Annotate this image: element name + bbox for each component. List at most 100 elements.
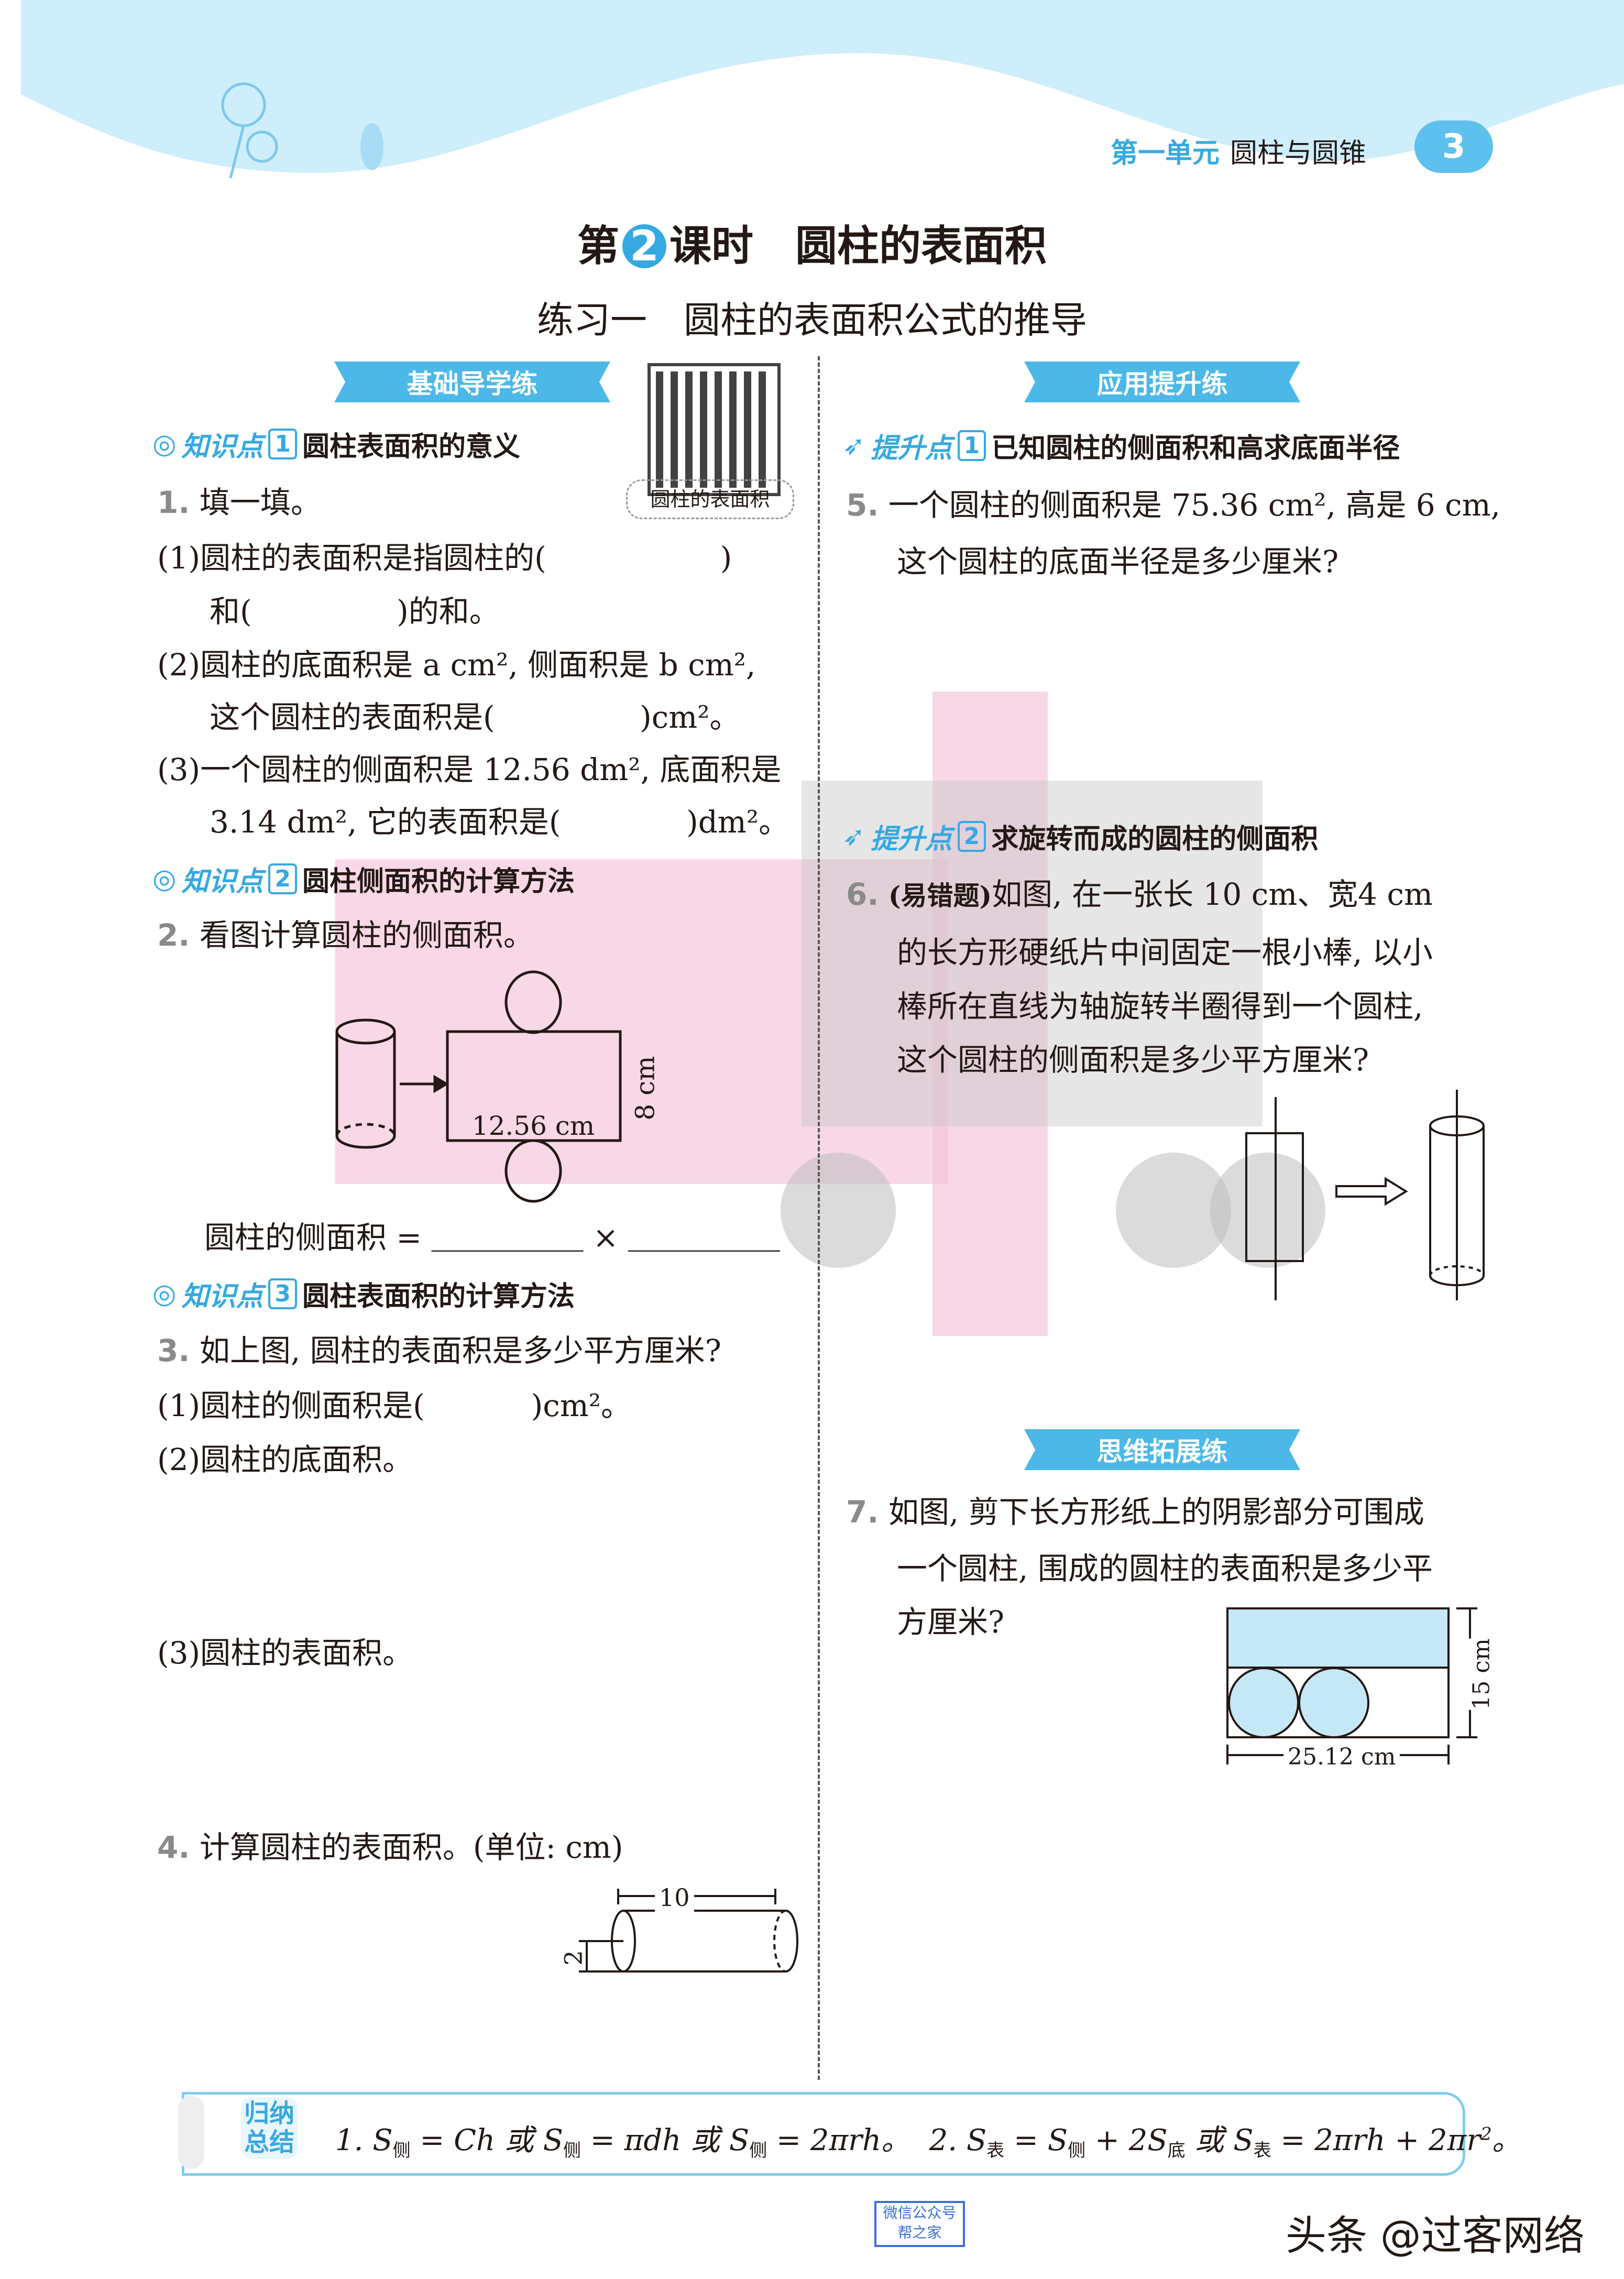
q3-line: (2)圆柱的底面积。 <box>157 1442 413 1477</box>
rocket-icon: ➶ <box>842 430 865 462</box>
title-post: 课时 圆柱的表面积 <box>670 222 1047 270</box>
formula-segment: 侧 <box>563 2140 581 2162</box>
cylinder-net-figure <box>335 970 622 1203</box>
formula-segment: 2 <box>1480 2123 1492 2145</box>
question-number: 5. <box>846 487 879 523</box>
target-icon: ◎ <box>152 428 177 460</box>
stamp-line: 微信公众号 <box>883 2204 957 2221</box>
q7-line: 方厘米? <box>897 1604 1005 1640</box>
stamp-line: 帮之家 <box>897 2224 942 2241</box>
figure-label-height: 8 cm <box>630 1056 661 1121</box>
paper-cut-figure <box>1226 1607 1477 1765</box>
q3-line: (3)圆柱的表面积。 <box>157 1635 413 1671</box>
lesson-number: 2 <box>622 224 666 268</box>
tp-text: 已知圆柱的侧面积和高求底面半径 <box>991 433 1400 464</box>
q6-line: 这个圆柱的侧面积是多少平方厘米? <box>897 1042 1369 1078</box>
q7-line: 一个圆柱, 围成的圆柱的表面积是多少平 <box>897 1551 1433 1586</box>
question-text: 看图计算圆柱的侧面积。 <box>199 917 534 953</box>
page-subtitle: 练习一 圆柱的表面积公式的推导 <box>537 299 1087 342</box>
question-number: 4. <box>157 1829 190 1865</box>
summary-label-line: 总结 <box>244 2128 295 2157</box>
qr-code[interactable] <box>648 363 781 496</box>
question-number: 2. <box>157 917 190 953</box>
butterfly-icon <box>360 123 383 170</box>
q7-line: 如图, 剪下长方形纸上的阴影部分可围成 <box>888 1494 1424 1530</box>
horizontal-cylinder-figure <box>579 1889 798 1973</box>
unit-label: 第一单元 <box>1111 138 1220 169</box>
q1-line: (1)圆柱的表面积是指圆柱的( ) <box>157 540 732 576</box>
watermark-shape <box>781 1153 896 1268</box>
formula-segment: 侧 <box>1068 2140 1086 2162</box>
formula-segment: 表 <box>986 2140 1005 2162</box>
footer-stamp: 微信公众号 帮之家 <box>874 2201 965 2247</box>
kp-text: 圆柱侧面积的计算方法 <box>302 866 575 897</box>
watermark-shape <box>802 781 1263 1126</box>
summary-label-line: 归纳 <box>244 2099 295 2128</box>
question-text: 填一填。 <box>199 485 321 520</box>
watermark-shape <box>335 859 948 1184</box>
footer-watermark: 头条 @过客网络 <box>1286 2212 1585 2260</box>
q1-line: (2)圆柱的底面积是 a cm², 侧面积是 b cm², <box>157 647 756 683</box>
formula-segment: = Ch 或 S <box>410 2123 563 2157</box>
question-number: 7. <box>846 1494 879 1530</box>
tp-label: 提升点 <box>870 824 952 855</box>
q1-line: 3.14 dm², 它的表面积是( )dm²。 <box>210 804 789 840</box>
question-number: 3. <box>157 1333 190 1368</box>
error-prone-tag: (易错题) <box>888 880 992 911</box>
watermark-shape <box>1210 1153 1325 1268</box>
formula-segment: 侧 <box>749 2140 767 2162</box>
kp-label: 知识点 <box>181 1281 264 1312</box>
rotation-figure <box>1245 1090 1485 1300</box>
flower-icon <box>221 82 278 179</box>
column-divider <box>818 356 820 2080</box>
rocket-icon: ➶ <box>842 820 865 852</box>
tp-text: 求旋转而成的圆柱的侧面积 <box>991 824 1319 855</box>
q6-line: 的长方形硬纸片中间固定一根小棒, 以小 <box>897 935 1433 970</box>
q5-line: 这个圆柱的底面半径是多少厘米? <box>897 544 1339 579</box>
q1-line: 和( )的和。 <box>210 594 500 629</box>
child-mascot-icon <box>178 2096 204 2169</box>
formula-segment: 1. S <box>335 2123 393 2157</box>
page-number: 3 <box>1414 120 1493 173</box>
formula-segment: = πdh 或 S <box>581 2123 750 2157</box>
formula-segment: 表 <box>1253 2140 1271 2162</box>
watermark-shape <box>932 692 1048 1336</box>
qr-caption: 圆柱的表面积 <box>626 479 794 519</box>
question-text: 计算圆柱的表面积。(单位: cm) <box>199 1829 623 1865</box>
figure-label-length: 10 <box>655 1883 694 1912</box>
formula-segment: = 2πrh + 2πr <box>1271 2123 1481 2157</box>
q3-line: (1)圆柱的侧面积是( )cm²。 <box>157 1388 631 1423</box>
q6-line: 棒所在直线为轴旋转半圈得到一个圆柱, <box>897 989 1423 1024</box>
header-unit: 第一单元 圆柱与圆锥 <box>1111 131 1366 170</box>
formula-segment: + 2S <box>1085 2123 1168 2157</box>
q5-line: 一个圆柱的侧面积是 75.36 cm², 高是 6 cm, <box>888 487 1501 523</box>
kp-number: 1 <box>268 429 298 459</box>
figure-label-radius: 2 <box>559 1950 588 1966</box>
formula-segment: = S <box>1004 2123 1068 2157</box>
target-icon: ◎ <box>152 1278 177 1310</box>
formula-segment: 或 S <box>1185 2123 1254 2157</box>
section-banner-application: 应用提升练 <box>1024 361 1300 402</box>
title-pre: 第 <box>577 222 619 270</box>
formula-segment: = 2πrh。 2. S <box>767 2123 987 2157</box>
unit-title: 圆柱与圆锥 <box>1230 138 1367 169</box>
kp-number: 3 <box>268 1278 298 1309</box>
formula-segment: 底 <box>1167 2140 1186 2162</box>
kp-number: 2 <box>268 863 298 894</box>
kp-label: 知识点 <box>181 866 264 897</box>
figure-label-height: 15 cm <box>1468 1638 1495 1710</box>
kp-text: 圆柱表面积的计算方法 <box>302 1281 575 1312</box>
q1-line: (3)一个圆柱的侧面积是 12.56 dm², 底面积是 <box>157 752 782 787</box>
tp-label: 提升点 <box>870 433 952 464</box>
kp-text: 圆柱表面积的意义 <box>302 431 521 463</box>
tp-number: 1 <box>957 430 986 461</box>
figure-label-width: 25.12 cm <box>1283 1744 1400 1770</box>
kp-label: 知识点 <box>181 431 264 463</box>
summary-formula: 1. S侧 = Ch 或 S侧 = πdh 或 S侧 = 2πrh。 2. S表… <box>335 2117 1521 2162</box>
q2-answer-line[interactable]: 圆柱的侧面积 = ＿＿＿＿＿ × ＿＿＿＿＿ <box>204 1220 780 1255</box>
